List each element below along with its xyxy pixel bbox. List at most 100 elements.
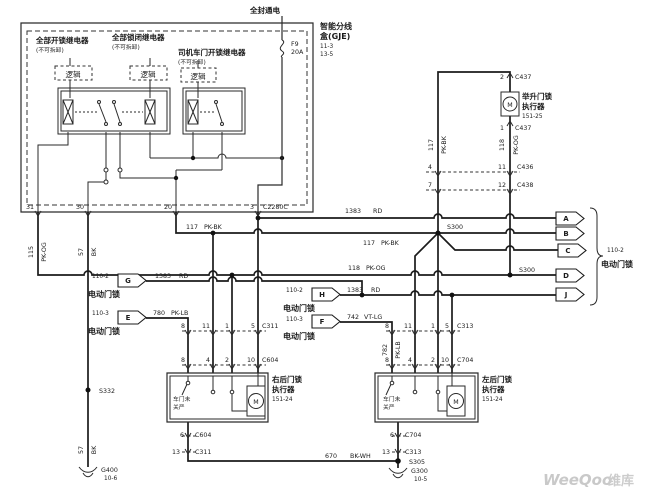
junction-box-internal-wires <box>38 58 285 212</box>
wire-670-bk-wh <box>188 422 398 468</box>
c313-pin-8: 8 <box>385 323 389 330</box>
wire-117-color-v: PK-BK <box>441 135 448 154</box>
splice-s332-label: S332 <box>99 388 115 395</box>
wire-742-vt-lg <box>340 322 392 373</box>
wire-118-color-v: PK-OG <box>513 135 520 155</box>
c436-label: C436 <box>517 164 533 171</box>
wire-670-number: 670 <box>325 453 337 460</box>
harness-system-label: 电动门锁 <box>601 259 633 269</box>
page-ref-e: 110-3 <box>92 311 109 317</box>
ground-g300-ref: 10-5 <box>414 477 427 483</box>
left-rear-actuator-title-2: 执行器 <box>482 384 505 394</box>
wire-742-number: 742 <box>347 314 359 321</box>
wires <box>38 72 558 468</box>
junction-box-name-2: 盒(GJE) <box>319 31 350 41</box>
page-ref-h: 110-2 <box>286 288 303 294</box>
harness-connectors <box>118 208 603 328</box>
liftgate-actuator <box>501 92 519 116</box>
wire-117-to-c <box>438 233 558 250</box>
driver-relay-outline <box>183 88 245 134</box>
fuse-name: F9 <box>291 41 299 48</box>
c604-pin-6: 6 <box>180 432 184 439</box>
connector-e-letter: E <box>126 314 131 322</box>
connector-c-letter: C <box>565 247 570 255</box>
pin-arrows <box>35 73 513 454</box>
logic-label-3: 逻辑 <box>191 71 206 81</box>
wire-780-number: 780 <box>153 310 165 317</box>
wire-782-color: PK-LB <box>395 341 402 358</box>
c311-label: C311 <box>262 323 278 330</box>
junction-box-outline <box>21 23 313 212</box>
c704-pin-2: 2 <box>431 357 435 364</box>
junction-box-ref-1: 11-3 <box>320 44 333 50</box>
liftgate-pin-1: 1 <box>500 125 504 132</box>
watermark-suffix: 维库 <box>608 473 634 489</box>
right-rear-actuator-title-1: 右后门锁 <box>271 374 302 384</box>
c704-pin-10: 10 <box>441 357 449 364</box>
connector-a <box>556 212 584 225</box>
wire-118-number: 118 <box>348 265 360 272</box>
wire-117-number-v: 117 <box>428 139 435 151</box>
c604-label: C604 <box>262 357 278 364</box>
connector-a-letter: A <box>563 215 569 223</box>
c604-pin-8: 8 <box>181 357 185 364</box>
wire-117-color-2: PK-BK <box>381 240 400 247</box>
c313-pin-5: 5 <box>445 323 449 330</box>
connector-g-letter: G <box>125 277 131 285</box>
relay-coil-symbols <box>63 100 198 124</box>
connector-b <box>556 227 584 240</box>
system-label-e: 电动门锁 <box>88 326 120 336</box>
c313-pin-11: 11 <box>404 323 412 330</box>
wire-117-number-2: 117 <box>363 240 375 247</box>
relay2-note: (不可拆卸) <box>112 43 140 51</box>
watermark: WeeQoo 维库 <box>543 471 634 489</box>
system-label-g: 电动门锁 <box>88 289 120 299</box>
branch-dot-4 <box>359 292 365 298</box>
relay-contact-symbols <box>75 101 224 126</box>
smart-junction-box <box>21 16 313 212</box>
relay3-note: (不可拆卸) <box>178 58 206 66</box>
harness-page-ref: 110-2 <box>607 248 624 254</box>
ground-g400-ref: 10-6 <box>104 476 117 482</box>
c313-label: C313 <box>457 323 473 330</box>
fuse-rating: 20A <box>291 49 304 56</box>
ground-g400-name: G400 <box>101 467 118 474</box>
c704-pin-4: 4 <box>408 357 412 364</box>
wire-118-color: PK-OG <box>366 265 386 272</box>
pin-30: 30 <box>76 204 84 211</box>
c704-pin-8: 8 <box>385 357 389 364</box>
liftgate-title-1: 举升门锁 <box>521 91 552 101</box>
connector-h <box>312 288 340 301</box>
wire-115-color: PK-OG <box>41 242 48 262</box>
wire-1383-number: 1383 <box>345 208 361 215</box>
junction-box-dashed-outline <box>27 31 307 205</box>
c704-label: C704 <box>457 357 473 364</box>
c311-pin-5: 5 <box>251 323 255 330</box>
door-ajar-left-2: 关严 <box>173 403 185 411</box>
branch-dot-5 <box>449 292 455 298</box>
wire-1383-number-h: 1383 <box>347 287 363 294</box>
c311-pin-11: 11 <box>202 323 210 330</box>
c604-pin-4: 4 <box>206 357 210 364</box>
connector-g <box>118 274 146 287</box>
pin-20: 20 <box>164 204 172 211</box>
splice-s300-upper-label: S300 <box>447 224 463 231</box>
connector-j <box>556 288 584 301</box>
connector-b-letter: B <box>563 230 568 238</box>
wire-s300-branch-left <box>415 233 438 373</box>
wire-liftgate-loop <box>438 72 510 275</box>
door-ajar-left-1: 车门未 <box>173 395 191 403</box>
wire-1383-rd <box>258 212 556 218</box>
logic-label-1: 逻辑 <box>66 69 81 79</box>
wire-1383-color-h: RD <box>371 287 380 294</box>
page-ref-f: 110-3 <box>286 317 303 323</box>
motor-m-left: M <box>253 399 258 406</box>
c604-label-bottom: C604 <box>195 432 211 439</box>
wire-782-number: 782 <box>382 344 389 356</box>
watermark-brand: WeeQoo <box>543 471 612 489</box>
wire-742-color: VT-LG <box>364 314 382 321</box>
relay1-name: 全部开锁继电器 <box>35 35 89 45</box>
connector-f <box>312 315 340 328</box>
